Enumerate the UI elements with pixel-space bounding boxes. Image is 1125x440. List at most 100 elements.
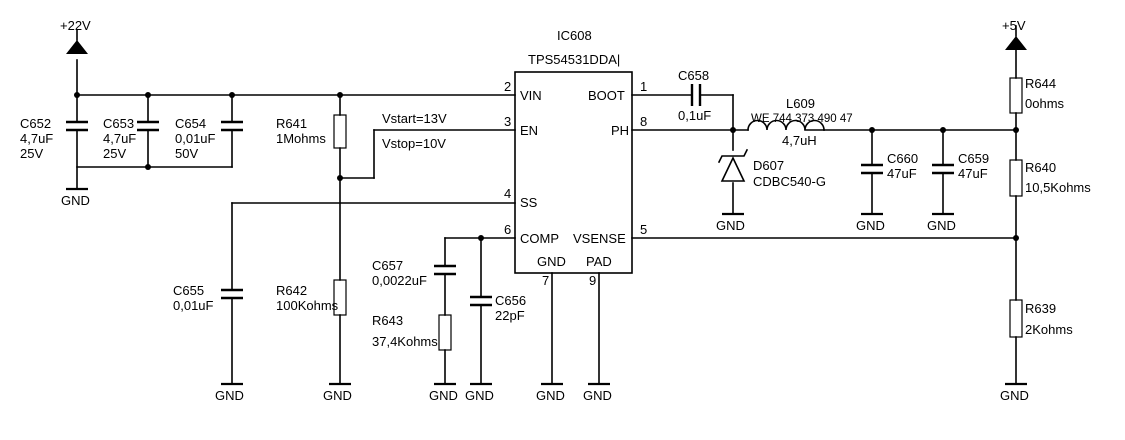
c655-value: 0,01uF <box>173 298 214 313</box>
rail-label-5v: +5V <box>1002 18 1026 33</box>
ground-c660: GND <box>856 212 885 233</box>
power-flag-22v: +22V <box>60 18 91 54</box>
pin-vsense-name: VSENSE <box>573 231 626 246</box>
l609-value: 4,7uH <box>782 133 817 148</box>
r644-ref: R644 <box>1025 76 1056 91</box>
ground-c652: GND <box>61 187 90 208</box>
pin-en-num: 3 <box>504 114 511 129</box>
power-flag-5v: +5V <box>1002 18 1027 50</box>
resistor-r642: R642 100Kohms <box>276 279 347 316</box>
l609-part: WE 744 373 490 47 <box>751 113 853 125</box>
resistor-r644: R644 0ohms <box>1009 76 1065 114</box>
c656-ref: C656 <box>495 293 526 308</box>
ground-d607: GND <box>716 212 745 233</box>
gnd-label: GND <box>215 388 244 403</box>
resistor-r641: R641 1Mohms <box>276 114 347 149</box>
vstart-note: Vstart=13V <box>382 111 447 126</box>
capacitor-c652: C652 4,7uF 25V <box>20 116 88 161</box>
pin-vin-num: 2 <box>504 79 511 94</box>
capacitor-c659: C659 47uF <box>932 151 989 181</box>
gnd-label: GND <box>856 218 885 233</box>
resistor-r643: R643 37,4Kohms <box>372 313 452 351</box>
ground-c659: GND <box>927 212 956 233</box>
c652-rating: 25V <box>20 146 43 161</box>
capacitor-c656: C656 22pF <box>470 293 526 323</box>
c656-value: 22pF <box>495 308 525 323</box>
gnd-label: GND <box>429 388 458 403</box>
c659-value: 47uF <box>958 166 988 181</box>
r643-ref: R643 <box>372 313 403 328</box>
pin-pad-num: 9 <box>589 273 596 288</box>
ground-r643: GND <box>429 382 458 403</box>
ground-c655: GND <box>215 382 244 403</box>
c657-value: 0,0022uF <box>372 273 427 288</box>
pin-vin-name: VIN <box>520 88 542 103</box>
c658-value: 0,1uF <box>678 108 711 123</box>
wires <box>76 49 1017 384</box>
pin-ph-name: PH <box>611 123 629 138</box>
r642-ref: R642 <box>276 283 307 298</box>
gnd-label: GND <box>465 388 494 403</box>
en-threshold-notes: Vstart=13V Vstop=10V <box>382 111 447 151</box>
c655-ref: C655 <box>173 283 204 298</box>
ground-c656: GND <box>465 382 494 403</box>
pin-ph-num: 8 <box>640 114 647 129</box>
capacitor-c660: C660 47uF <box>861 151 918 181</box>
pin-comp-num: 6 <box>504 222 511 237</box>
pin-ss-num: 4 <box>504 186 511 201</box>
rail-label-22v: +22V <box>60 18 91 33</box>
c652-ref: C652 <box>20 116 51 131</box>
d607-ref: D607 <box>753 158 784 173</box>
pin-en-name: EN <box>520 123 538 138</box>
c653-ref: C653 <box>103 116 134 131</box>
r644-value: 0ohms <box>1025 96 1065 111</box>
c660-value: 47uF <box>887 166 917 181</box>
ic-ref: IC608 <box>557 28 592 43</box>
capacitor-c653: C653 4,7uF 25V <box>103 116 159 161</box>
gnd-label: GND <box>583 388 612 403</box>
capacitor-c654: C654 0,01uF 50V <box>175 116 243 161</box>
c653-value: 4,7uF <box>103 131 136 146</box>
c658-ref: C658 <box>678 68 709 83</box>
pin-gnd-num: 7 <box>542 273 549 288</box>
c657-ref: C657 <box>372 258 403 273</box>
pin-pad-name: PAD <box>586 254 612 269</box>
pin-gnd-name: GND <box>537 254 566 269</box>
c659-ref: C659 <box>958 151 989 166</box>
c653-rating: 25V <box>103 146 126 161</box>
resistor-r639: R639 2Kohms <box>1009 299 1073 338</box>
diode-d607: D607 CDBC540-G <box>717 148 826 189</box>
c660-ref: C660 <box>887 151 918 166</box>
inductor-l609: L609 WE 744 373 490 47 4,7uH <box>747 96 853 148</box>
pin-vsense-num: 5 <box>640 222 647 237</box>
c654-value: 0,01uF <box>175 131 216 146</box>
r641-ref: R641 <box>276 116 307 131</box>
ic-part: TPS54531DDA| <box>528 52 620 67</box>
gnd-label: GND <box>716 218 745 233</box>
l609-ref: L609 <box>786 96 815 111</box>
c654-ref: C654 <box>175 116 206 131</box>
c654-rating: 50V <box>175 146 198 161</box>
r642-value: 100Kohms <box>276 298 339 313</box>
r639-value: 2Kohms <box>1025 322 1073 337</box>
r640-ref: R640 <box>1025 160 1056 175</box>
pin-boot-name: BOOT <box>588 88 625 103</box>
ground-r642: GND <box>323 382 352 403</box>
capacitor-c657: C657 0,0022uF <box>372 258 456 288</box>
d607-value: CDBC540-G <box>753 174 826 189</box>
resistor-r640: R640 10,5Kohms <box>1009 159 1091 197</box>
gnd-label: GND <box>61 193 90 208</box>
c652-value: 4,7uF <box>20 131 53 146</box>
vstop-note: Vstop=10V <box>382 136 446 151</box>
gnd-label: GND <box>1000 388 1029 403</box>
junction-dots <box>74 92 1019 241</box>
r643-value: 37,4Kohms <box>372 334 438 349</box>
pin-boot-num: 1 <box>640 79 647 94</box>
gnd-label: GND <box>927 218 956 233</box>
pin-comp-name: COMP <box>520 231 559 246</box>
ground-r639: GND <box>1000 382 1029 403</box>
capacitor-c655: C655 0,01uF <box>173 283 243 313</box>
gnd-label: GND <box>536 388 565 403</box>
r639-ref: R639 <box>1025 301 1056 316</box>
r641-value: 1Mohms <box>276 131 326 146</box>
